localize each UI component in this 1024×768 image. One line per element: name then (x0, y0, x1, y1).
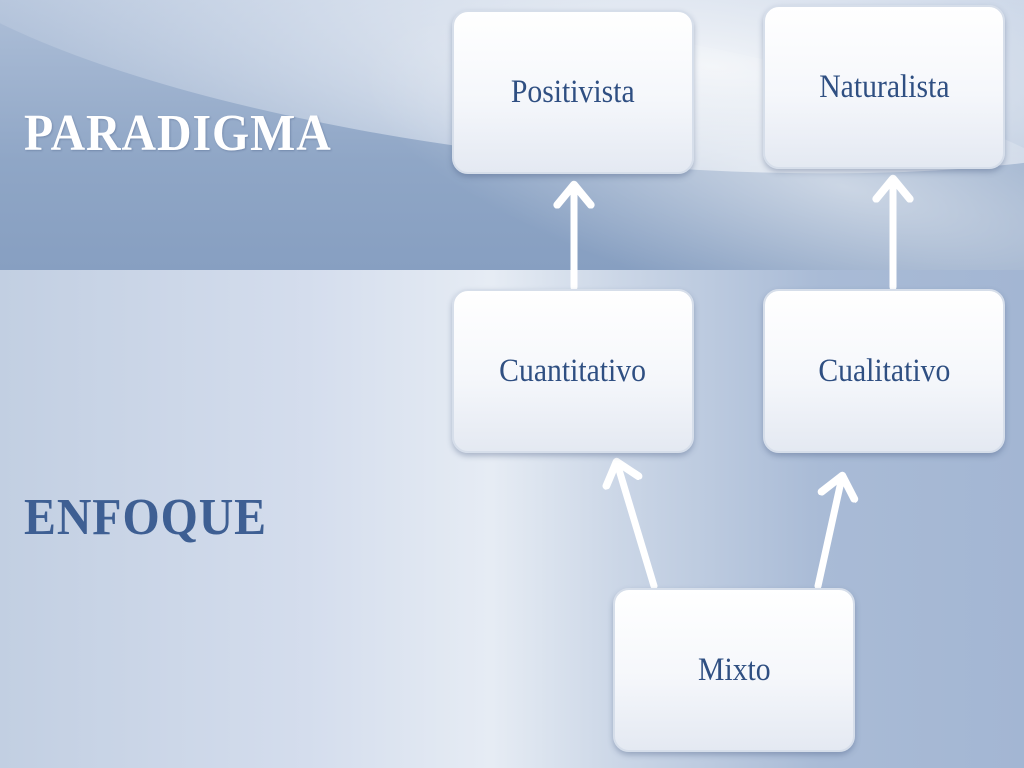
enfoque-heading: ENFOQUE (24, 489, 268, 546)
arrow-mixto-to-cuantitativo (617, 463, 658, 590)
node-cuantitativo: Cuantitativo (452, 289, 694, 453)
node-cualitativo: Cualitativo (763, 289, 1005, 453)
arrow-mixto-to-cualitativo (814, 477, 842, 590)
node-label: Naturalista (818, 68, 950, 105)
node-label: Positivista (511, 73, 635, 110)
paradigma-heading: PARADIGMA (24, 105, 332, 162)
node-positivista: Positivista (452, 10, 694, 174)
node-label: Mixto (697, 651, 771, 688)
node-label: Cuantitativo (499, 352, 647, 389)
node-label: Cualitativo (818, 352, 950, 389)
node-naturalista: Naturalista (763, 5, 1005, 169)
node-mixto: Mixto (613, 588, 855, 752)
